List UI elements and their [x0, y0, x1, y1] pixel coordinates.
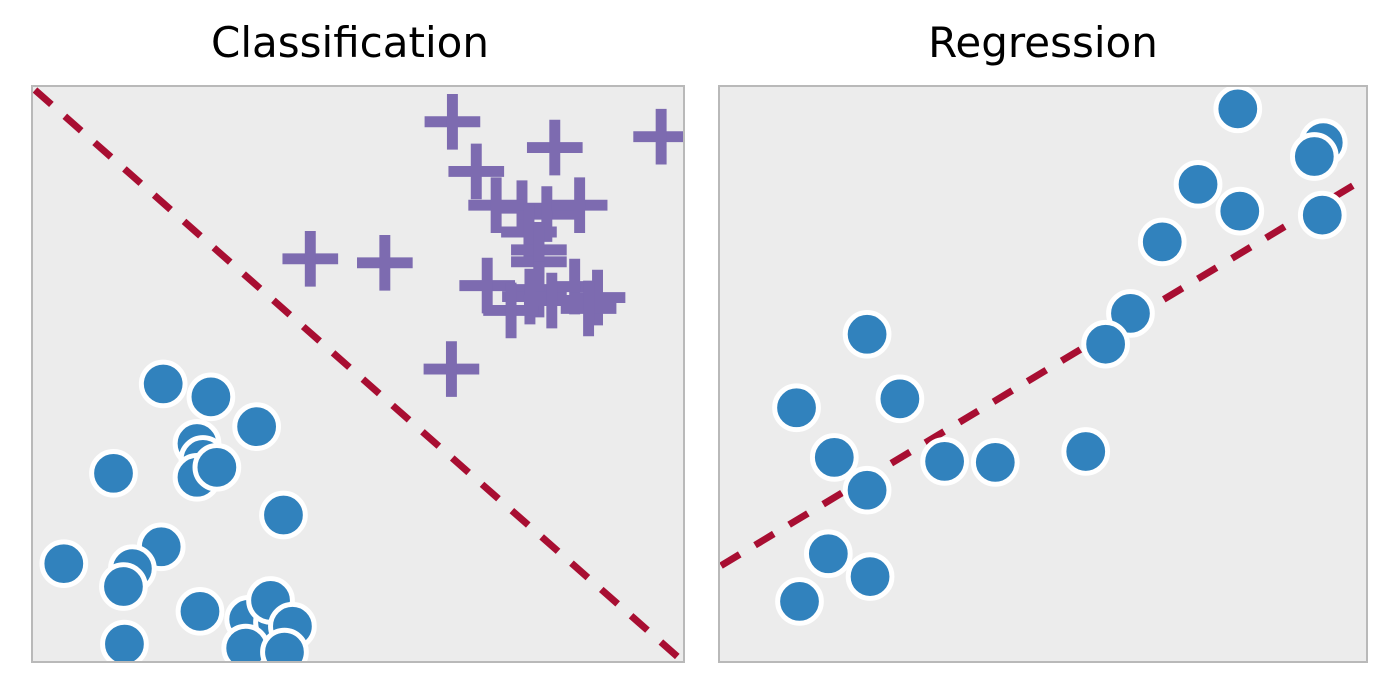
data-point — [1215, 186, 1265, 236]
classification-plot — [33, 87, 683, 661]
data-point — [842, 465, 892, 515]
plus-marker — [483, 282, 539, 339]
plus-marker — [448, 143, 505, 200]
data-point — [100, 619, 149, 661]
data-point — [186, 372, 236, 422]
data-point — [260, 627, 309, 661]
data-point — [192, 443, 242, 492]
plus-marker — [560, 280, 617, 337]
observation-circle-markers — [772, 87, 1348, 626]
data-point — [809, 433, 859, 482]
regression-line-group — [720, 175, 1366, 569]
data-point — [1213, 87, 1263, 134]
data-point — [775, 577, 824, 626]
data-point — [232, 402, 281, 451]
plus-marker — [523, 272, 580, 329]
regression-plot — [720, 87, 1366, 626]
plus-marker — [633, 108, 683, 165]
data-point — [1173, 159, 1223, 209]
data-point — [99, 562, 148, 611]
plus-marker — [551, 177, 608, 233]
plus-marker — [526, 119, 583, 176]
panel-classification: Classification — [31, 18, 685, 663]
data-point — [772, 383, 821, 433]
plus-marker — [357, 234, 413, 291]
panel-regression: Regression — [700, 0, 1400, 700]
plus-marker — [468, 177, 524, 233]
data-point — [175, 587, 225, 636]
data-point — [845, 552, 895, 601]
regression-axes — [718, 85, 1368, 663]
data-point — [89, 448, 138, 498]
data-point — [1081, 319, 1130, 369]
data-point — [1137, 217, 1187, 267]
plus-marker — [282, 230, 339, 287]
data-point — [39, 539, 89, 589]
decision-boundary-line — [33, 87, 682, 661]
data-point — [875, 374, 925, 424]
regression-title: Regression — [928, 18, 1158, 67]
data-point — [920, 437, 969, 486]
data-point — [1061, 427, 1111, 476]
class-1-plus-markers — [282, 93, 683, 397]
data-point — [1297, 190, 1347, 240]
regression-line — [720, 175, 1366, 569]
data-point — [1289, 132, 1339, 181]
data-point — [842, 309, 892, 359]
decision-boundary-group — [33, 87, 682, 661]
plus-marker — [424, 93, 481, 150]
class-0-circle-markers — [39, 359, 317, 661]
data-point — [970, 438, 1020, 487]
data-point — [138, 359, 188, 409]
data-point — [259, 490, 308, 540]
classification-axes — [31, 85, 685, 663]
plus-marker — [423, 341, 480, 397]
classification-title: Classification — [211, 18, 489, 67]
data-point — [803, 529, 853, 579]
